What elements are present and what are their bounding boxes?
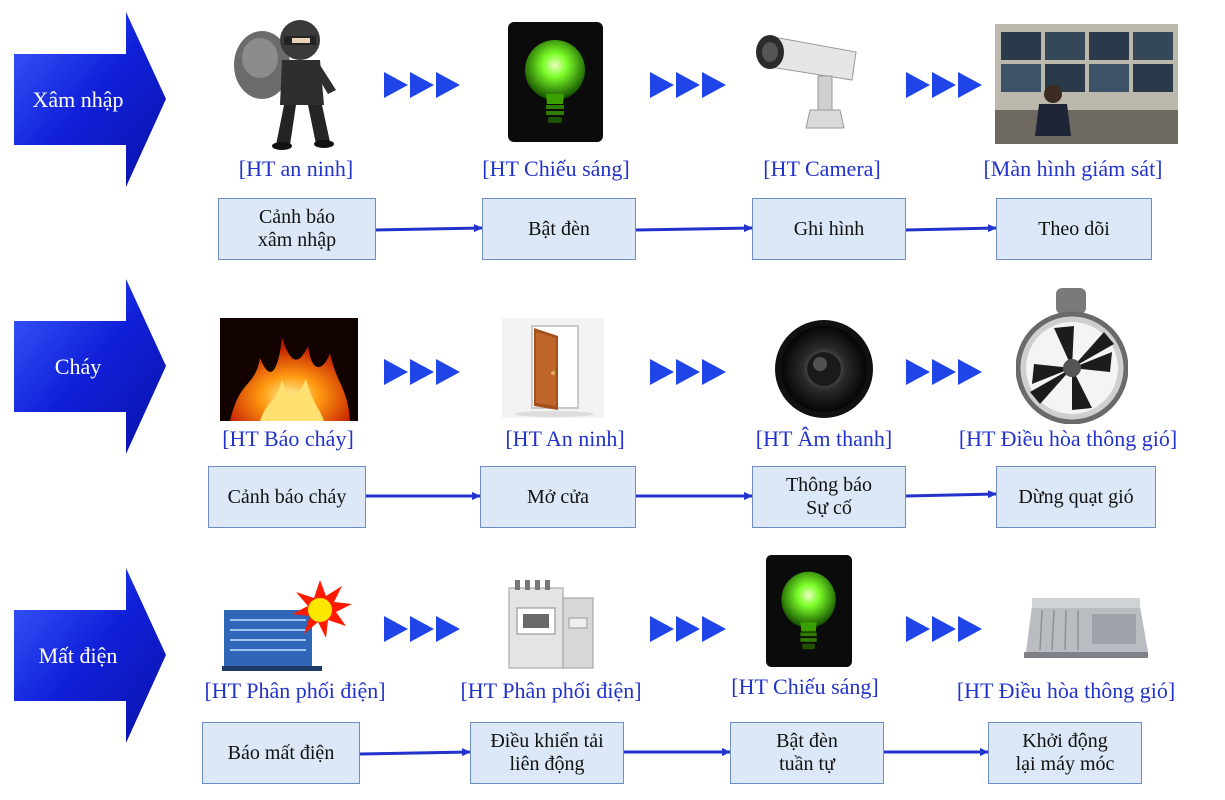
triple-arrow <box>650 72 726 103</box>
system-label: [HT Điều hòa thông gió] <box>956 678 1176 703</box>
action-line: Ghi hình <box>793 217 865 240</box>
action-line: Sự cố <box>806 497 852 519</box>
triple-arrow <box>384 359 460 390</box>
green-bulb-icon <box>766 555 852 667</box>
system-label: [HT an ninh] <box>238 156 354 181</box>
action-line: Điều khiển tải <box>490 730 604 752</box>
flow-connector <box>905 490 997 499</box>
power-unit-sun-icon <box>220 580 354 672</box>
system-label: [HT An ninh] <box>505 426 625 451</box>
hvac-unit-icon <box>1022 592 1150 664</box>
flow-connector <box>375 224 483 233</box>
triple-arrow <box>650 616 726 647</box>
action-line: liên động <box>509 753 585 775</box>
trigger-arrow-power-loss: Mất điện <box>14 568 169 743</box>
action-box: Dừng quạt gió <box>996 466 1156 528</box>
cctv-camera-icon <box>748 18 863 136</box>
action-box: Báo mất điện <box>202 722 360 784</box>
triple-arrow <box>384 72 460 103</box>
system-label: [HT Camera] <box>763 156 881 181</box>
triple-arrow <box>384 616 460 647</box>
action-line: Bật đèn <box>776 730 838 752</box>
action-box: Bật đèn <box>482 198 636 260</box>
thief-icon <box>232 10 342 150</box>
action-line: Bật đèn <box>528 217 590 240</box>
action-line: tuần tự <box>779 753 835 775</box>
open-door-icon <box>502 318 604 418</box>
system-label: [HT Phân phối điện] <box>460 678 642 703</box>
trigger-arrow-fire: Cháy <box>14 279 169 454</box>
action-box: Cảnh báo cháy <box>208 466 366 528</box>
action-line: Báo mất điện <box>227 741 335 764</box>
speaker-icon <box>770 318 878 420</box>
electric-panel-icon <box>503 578 601 674</box>
triple-arrow <box>906 359 982 390</box>
action-line: Khởi động <box>1022 730 1108 752</box>
green-bulb-icon <box>508 22 603 142</box>
action-line: Cảnh báo <box>258 206 336 228</box>
action-line: Mở cửa <box>527 485 589 508</box>
system-label: [HT Âm thanh] <box>755 426 893 451</box>
system-label: [Màn hình giám sát] <box>983 156 1163 181</box>
flow-connector <box>635 224 753 233</box>
trigger-arrow-intrusion: Xâm nhập <box>14 12 169 187</box>
action-line: lại máy móc <box>1015 753 1115 775</box>
trigger-label: Xâm nhập <box>32 86 124 112</box>
triple-arrow <box>906 616 982 647</box>
action-line: Cảnh báo cháy <box>227 485 347 508</box>
triple-arrow <box>650 359 726 390</box>
system-label: [HT Phân phối điện] <box>204 678 386 703</box>
axial-fan-icon <box>1015 286 1129 425</box>
trigger-label: Mất điện <box>38 642 118 668</box>
action-box: Theo dõi <box>996 198 1152 260</box>
action-box: Mở cửa <box>480 466 636 528</box>
action-line: Dừng quạt gió <box>1018 485 1134 508</box>
action-line: Thông báo <box>785 474 873 496</box>
fire-icon <box>220 318 358 421</box>
action-line: Theo dõi <box>1038 217 1110 240</box>
monitoring-room-icon <box>995 24 1178 144</box>
flow-connector <box>905 224 997 233</box>
flow-connector <box>359 748 471 757</box>
system-label: [HT Điều hòa thông gió] <box>958 426 1178 451</box>
action-line: xâm nhập <box>257 229 337 251</box>
action-box: Ghi hình <box>752 198 906 260</box>
system-label: [HT Chiếu sáng] <box>731 674 879 699</box>
system-label: [HT Chiếu sáng] <box>482 156 630 181</box>
triple-arrow <box>906 72 982 103</box>
trigger-label: Cháy <box>54 353 102 379</box>
system-label: [HT Báo cháy] <box>222 426 354 451</box>
